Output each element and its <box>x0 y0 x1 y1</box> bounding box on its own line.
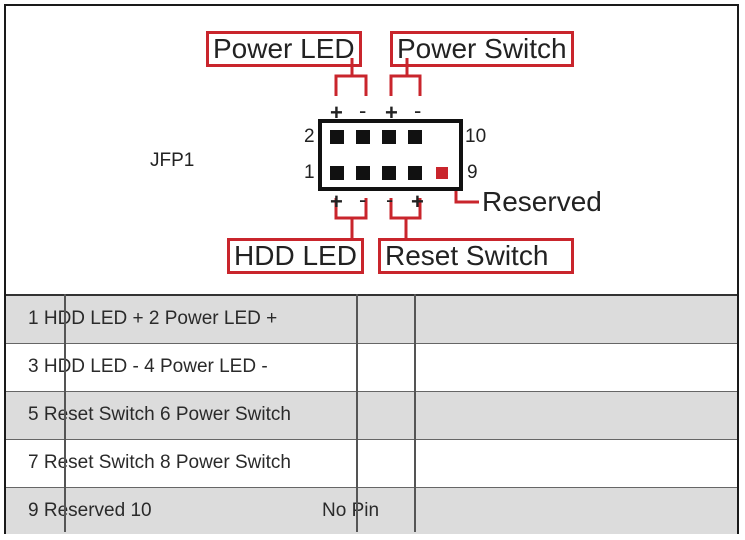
reserved-label: Reserved <box>482 186 602 217</box>
polarity-bottom-2: - <box>359 187 367 212</box>
pin-2 <box>330 130 344 144</box>
polarity-top-4: - <box>414 98 422 123</box>
polarity-bottom-4: + <box>411 189 424 214</box>
table-cell-extra: No Pin <box>322 500 380 521</box>
pin-9-reserved <box>436 167 448 179</box>
pin-8 <box>408 130 422 144</box>
pin-7 <box>408 166 422 180</box>
table-cell-description: 1 HDD LED + 2 Power LED + <box>28 308 278 329</box>
pin-5 <box>382 166 396 180</box>
hdd-led-label: HDD LED <box>227 238 364 274</box>
table-row: 9 Reserved 10 No Pin <box>6 488 737 534</box>
table-cell-description: 7 Reset Switch 8 Power Switch <box>28 452 291 473</box>
table-row: 5 Reset Switch 6 Power Switch <box>6 392 737 440</box>
pin-header-graphic <box>318 58 479 240</box>
pin-6 <box>382 130 396 144</box>
pin-1 <box>330 166 344 180</box>
power-switch-label: Power Switch <box>390 31 574 67</box>
pin-number-bottom-left: 1 <box>304 162 315 183</box>
pin-number-top-left: 2 <box>304 126 315 147</box>
pin-number-bottom-right: 9 <box>467 162 478 183</box>
table-row: 1 HDD LED + 2 Power LED + <box>6 296 737 344</box>
table-row: 3 HDD LED - 4 Power LED - <box>6 344 737 392</box>
power-led-label: Power LED <box>206 31 362 67</box>
polarity-bottom-3: - <box>386 187 394 212</box>
pin-3 <box>356 166 370 180</box>
pin-4 <box>356 130 370 144</box>
reset-switch-label: Reset Switch <box>378 238 574 274</box>
table-column-divider <box>64 294 66 532</box>
polarity-top-3: + <box>385 100 398 125</box>
pin-10-empty <box>433 129 451 147</box>
pin-number-top-right: 10 <box>465 126 487 147</box>
table-cell-description: 3 HDD LED - 4 Power LED - <box>28 356 268 377</box>
frame: + - + - + - - + 2 1 10 9 JFP1 Power LED … <box>4 4 739 534</box>
table-column-divider <box>414 294 416 532</box>
polarity-bottom-1: + <box>330 189 343 214</box>
connector-name: JFP1 <box>150 150 195 171</box>
polarity-top-1: + <box>330 100 343 125</box>
table-cell-description: 9 Reserved 10 <box>28 500 152 521</box>
table-row: 7 Reset Switch 8 Power Switch <box>6 440 737 488</box>
polarity-top-2: - <box>359 98 367 123</box>
connector-diagram: + - + - + - - + 2 1 10 9 JFP1 Power LED … <box>6 6 737 294</box>
table-column-divider <box>356 294 358 532</box>
pin-table: 1 HDD LED + 2 Power LED + 3 HDD LED - 4 … <box>6 294 737 534</box>
table-cell-description: 5 Reset Switch 6 Power Switch <box>28 404 291 425</box>
